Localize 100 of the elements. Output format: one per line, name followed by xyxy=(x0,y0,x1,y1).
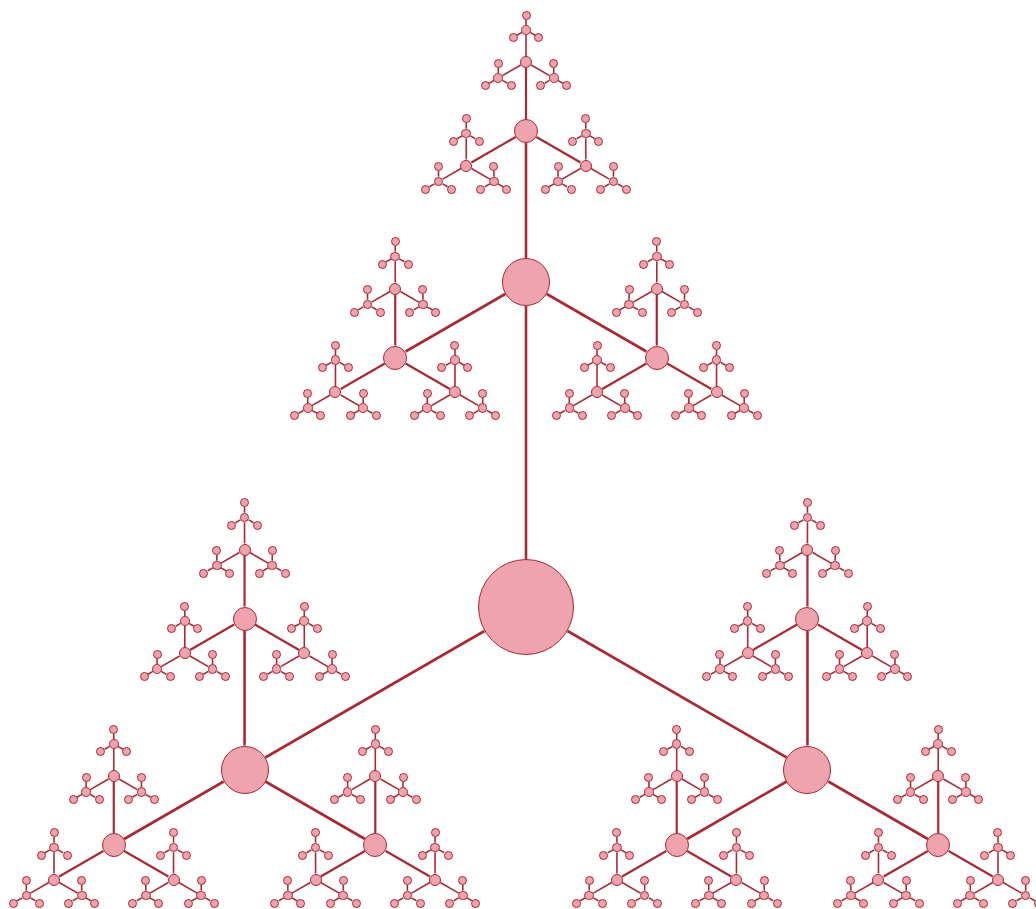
connector-line xyxy=(937,748,940,771)
connector-line xyxy=(465,137,468,161)
tree-node-circle xyxy=(756,624,766,633)
tree-node-circle xyxy=(196,876,206,885)
tree-node-circle xyxy=(752,411,762,420)
tree-node-circle xyxy=(338,876,348,885)
tree-node-circle xyxy=(659,747,669,756)
tree-node-circle xyxy=(267,546,277,555)
connector-line xyxy=(674,306,682,311)
tree-node-circle xyxy=(770,664,781,674)
connector-line xyxy=(937,732,940,740)
tree-node-circle xyxy=(815,520,825,530)
connector-line xyxy=(655,245,658,253)
connector-line xyxy=(877,851,880,875)
tree-node-circle xyxy=(77,876,87,885)
tree-node-circle xyxy=(759,890,769,901)
tree-node-circle xyxy=(905,787,916,797)
tree-node-circle xyxy=(90,898,100,908)
connector-line xyxy=(870,622,878,628)
connector-line xyxy=(632,306,639,311)
tree-node-circle xyxy=(271,664,282,674)
tree-node-circle xyxy=(993,828,1003,837)
tree-node-circle xyxy=(324,850,334,860)
connector-line xyxy=(89,778,110,791)
tree-node-circle xyxy=(415,898,425,908)
connector-line xyxy=(561,183,568,188)
tree-node-circle xyxy=(409,411,419,420)
tree-node-circle xyxy=(965,876,975,885)
tree-node-circle xyxy=(458,876,468,885)
connector-line xyxy=(220,551,241,564)
tree-node-circle xyxy=(358,388,368,398)
tree-node-circle xyxy=(795,606,820,631)
connector-line xyxy=(719,657,721,665)
tree-node-circle xyxy=(514,119,538,143)
tree-node-circle xyxy=(390,251,400,262)
tree-node-circle xyxy=(343,772,353,782)
tree-node-circle xyxy=(608,176,619,187)
tree-node-circle xyxy=(430,842,440,853)
connector-line xyxy=(687,306,695,311)
connector-line xyxy=(311,394,332,407)
tree-node-circle xyxy=(993,842,1003,853)
tree-node-circle xyxy=(450,340,460,350)
connector-line xyxy=(584,122,587,130)
tree-node-circle xyxy=(726,411,736,420)
connector-line xyxy=(548,183,555,188)
tree-node-circle xyxy=(465,411,475,420)
connector-line xyxy=(592,881,613,894)
connector-line xyxy=(29,897,37,902)
connector-line xyxy=(834,554,836,562)
tree-node-circle xyxy=(644,345,669,370)
connector-line xyxy=(588,884,590,892)
tree-node-circle xyxy=(605,363,615,372)
connector-line xyxy=(621,850,667,878)
connector-line xyxy=(340,362,386,390)
tree-node-circle xyxy=(433,176,444,187)
tree-node-circle xyxy=(893,795,902,804)
connector-line xyxy=(767,897,775,902)
tree-node-circle xyxy=(783,672,793,681)
tree-node-circle xyxy=(859,898,869,908)
connector-line xyxy=(601,362,647,390)
tree-node-circle xyxy=(154,898,164,908)
tree-node-circle xyxy=(195,672,204,681)
connector-line xyxy=(948,850,994,878)
tree-node-circle xyxy=(775,546,785,555)
tree-node-circle xyxy=(862,601,872,611)
connector-line xyxy=(394,260,397,284)
tree-node-circle xyxy=(449,386,461,398)
tree-node-circle xyxy=(581,114,591,123)
connector-line xyxy=(470,136,517,164)
connector-line xyxy=(634,897,642,902)
connector-line xyxy=(370,290,391,303)
tree-node-circle xyxy=(422,403,433,413)
connector-line xyxy=(399,290,420,303)
connector-line xyxy=(342,884,345,892)
tree-node-circle xyxy=(830,546,840,555)
tree-node-circle xyxy=(802,498,812,507)
tree-node-circle xyxy=(712,795,722,804)
tree-node-circle xyxy=(961,787,971,797)
connector-line xyxy=(740,881,761,894)
tree-node-circle xyxy=(743,601,753,611)
tree-node-circle xyxy=(890,664,900,674)
tree-node-circle xyxy=(974,795,984,804)
connector-line xyxy=(306,396,309,404)
tree-node-circle xyxy=(551,411,561,420)
tree-node-circle xyxy=(914,898,924,908)
tree-node-circle xyxy=(591,386,603,398)
connector-line xyxy=(866,609,868,617)
tree-node-circle xyxy=(671,739,682,749)
tree-node-circle xyxy=(36,850,46,860)
tree-node-circle xyxy=(310,842,321,853)
tree-node-circle xyxy=(108,739,119,749)
tree-node-circle xyxy=(239,512,250,523)
connector-line xyxy=(112,782,115,833)
connector-line xyxy=(357,306,365,311)
tree-node-circle xyxy=(357,747,367,756)
connector-line xyxy=(942,778,963,791)
tree-node-circle xyxy=(165,672,175,681)
tree-node-circle xyxy=(220,745,269,794)
tree-node-circle xyxy=(712,340,721,350)
tree-node-circle xyxy=(691,898,701,908)
